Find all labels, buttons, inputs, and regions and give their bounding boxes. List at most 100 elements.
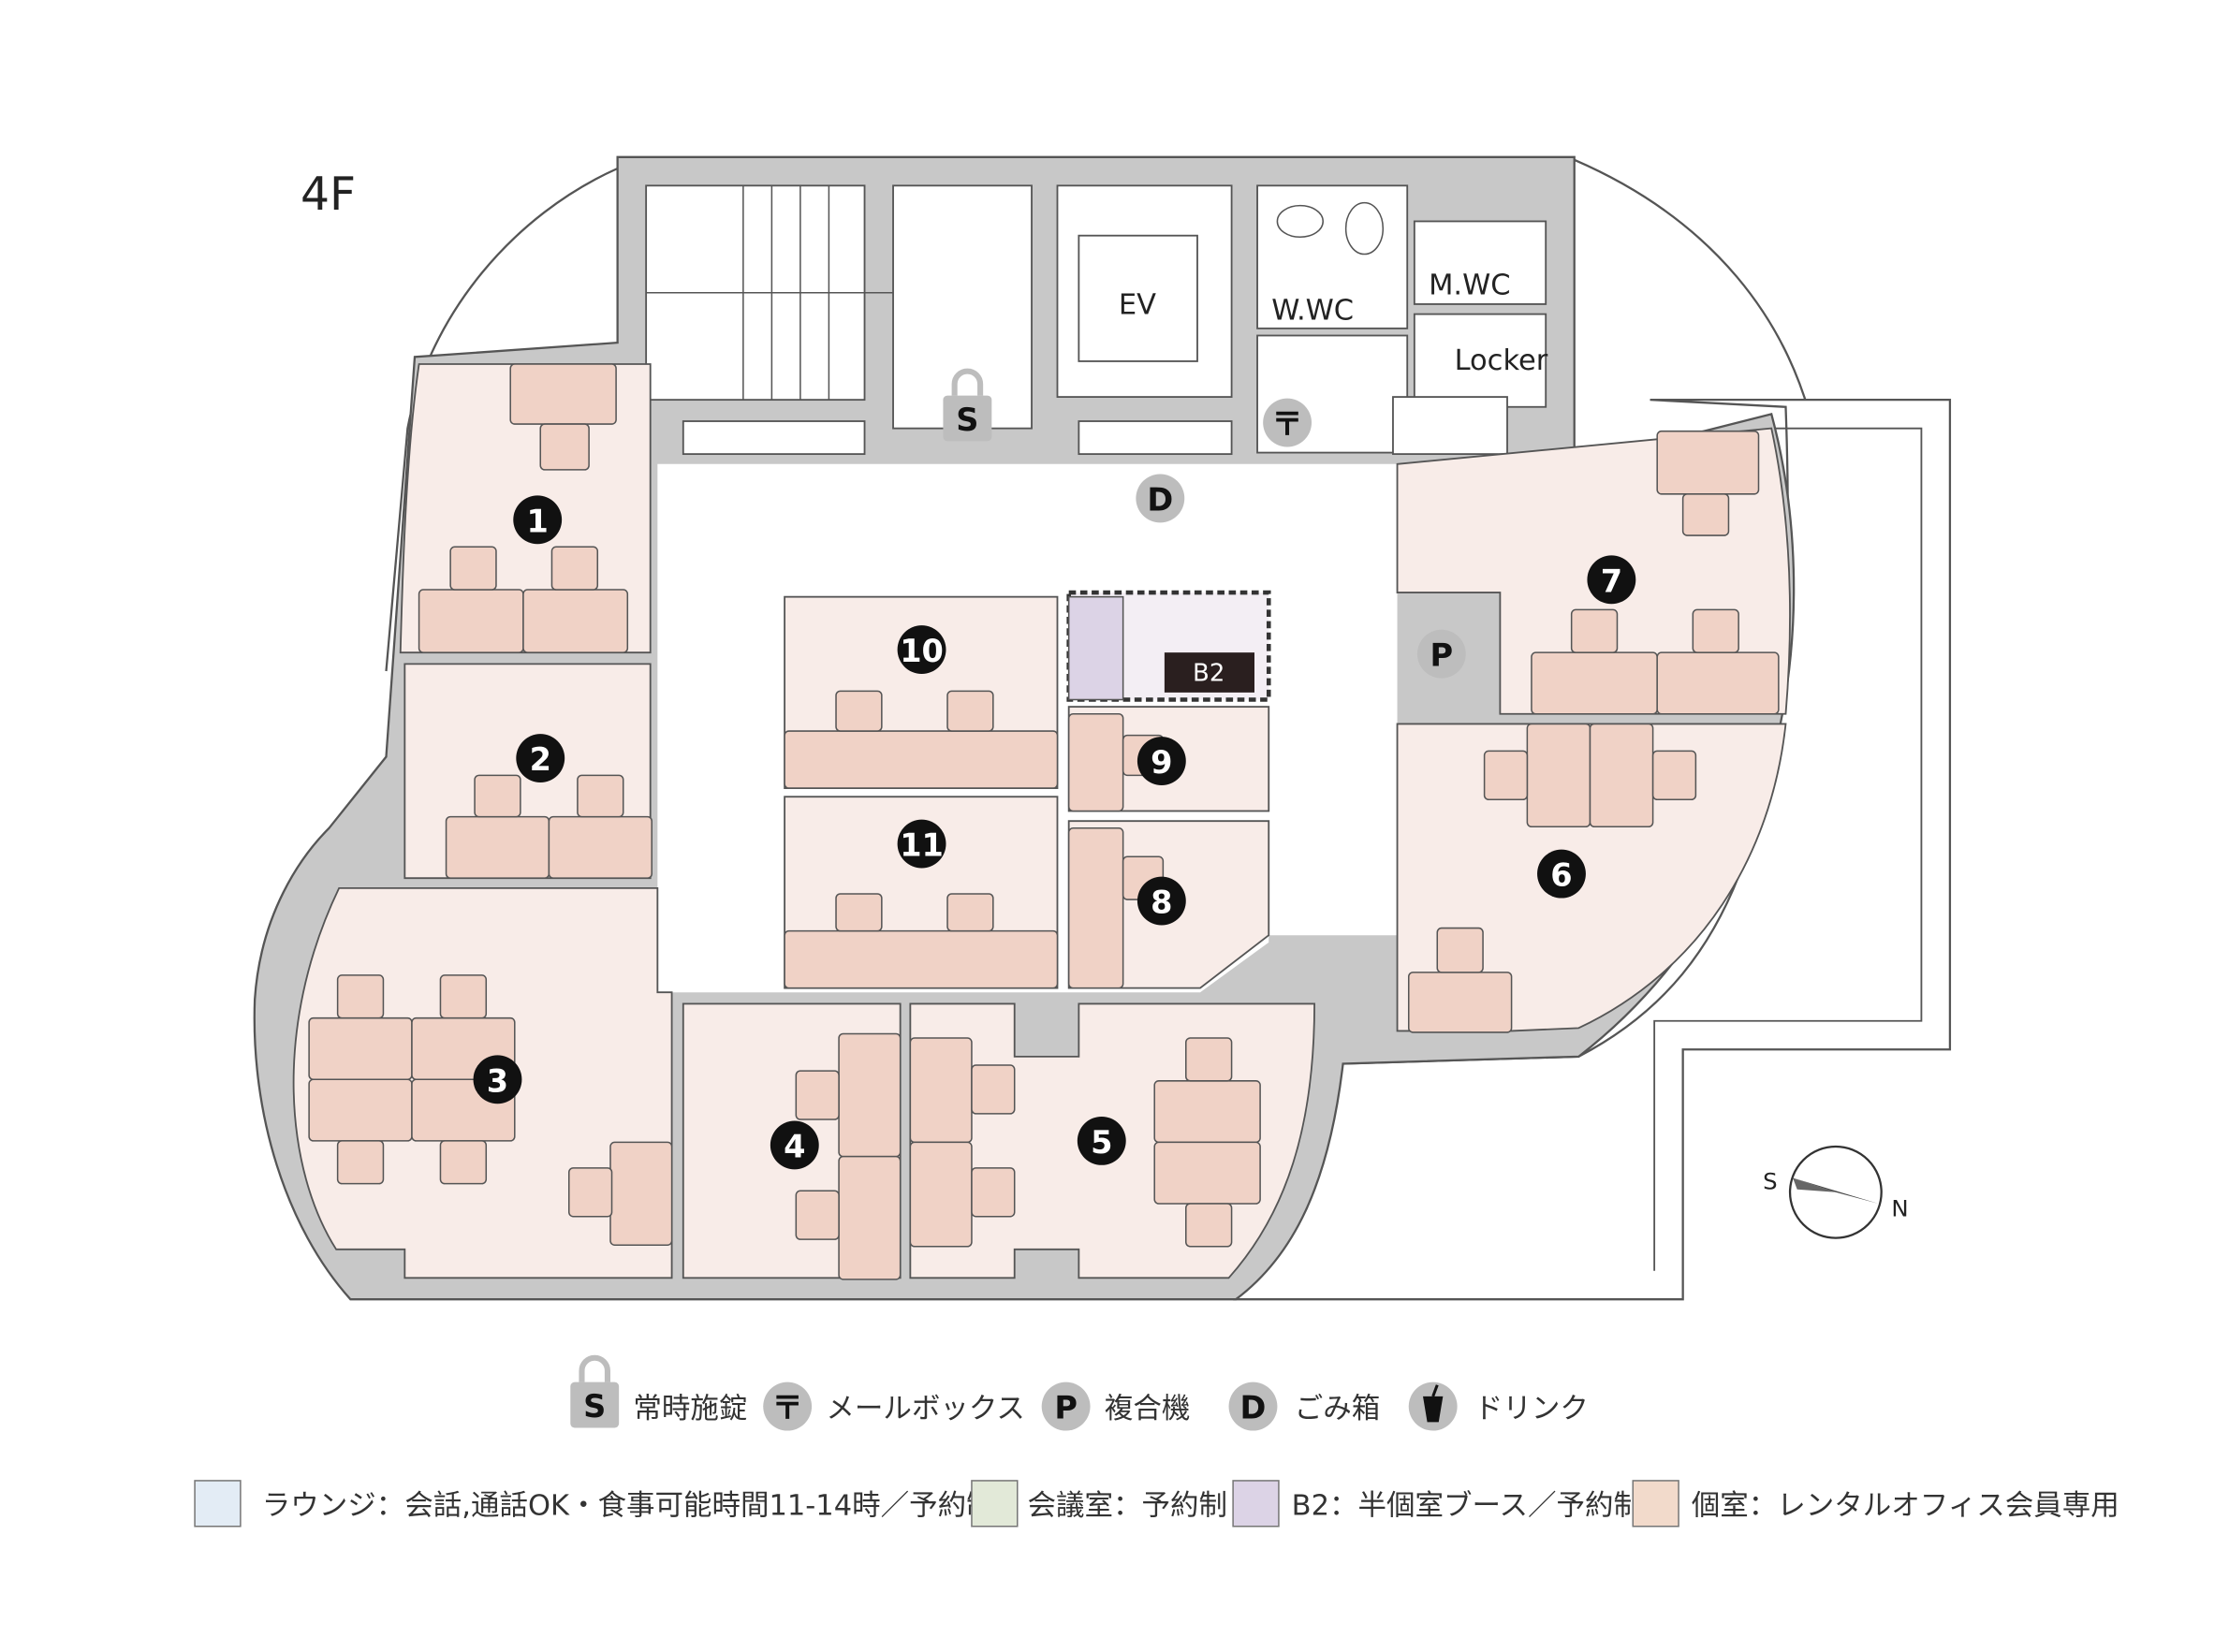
trash-icon: D [1136,474,1185,523]
svg-text:D: D [1240,1390,1267,1426]
svg-text:P: P [1054,1390,1078,1426]
locker-room [1413,313,1547,408]
svg-text:10: 10 [900,633,944,669]
legend-icons: S 常時施錠 〒 メールボックス P 複合機 D ごみ箱 ドリンク [570,1354,1589,1431]
furniture-piece [1651,750,1697,801]
furniture-piece [946,893,994,932]
furniture-piece [1067,827,1124,989]
furniture-piece [509,363,617,425]
womens-wc [1256,184,1409,329]
furniture-piece [1153,1080,1261,1144]
booth-b2-desk [1067,595,1124,701]
furniture-piece [449,546,497,591]
svg-text:4: 4 [784,1128,805,1164]
legend-booth-swatch [1232,1480,1280,1528]
svg-text:D: D [1147,481,1173,518]
svg-text:3: 3 [487,1062,508,1099]
legend-areas: ラウンジ：会話,通話OK・食事可能時間11-14時／予約制 会議室：予約制 B2… [194,1480,2119,1528]
legend-booth-label: B2：半個室ブース／予約制 [1292,1490,1642,1523]
furniture-piece [971,1064,1016,1115]
legend-trash-icon: D [1228,1382,1278,1431]
legend-printer-icon: P [1041,1382,1091,1431]
svg-text:〒: 〒 [771,1390,803,1426]
furniture-piece [971,1167,1016,1218]
furniture-piece [795,1190,840,1240]
furniture-piece [308,1016,413,1081]
furniture-piece [1185,1037,1233,1082]
legend-private-swatch [1632,1480,1679,1528]
furniture-piece [1153,1141,1261,1205]
furniture-piece [1185,1203,1233,1248]
furniture-piece [439,1140,488,1185]
furniture-piece [1483,750,1529,801]
furniture-piece [1570,608,1619,653]
elevator [1078,234,1198,362]
svg-text:9: 9 [1151,744,1172,781]
furniture-piece [522,589,629,653]
svg-text:S: S [956,402,978,438]
furniture-piece [946,690,994,732]
svg-text:P: P [1430,637,1454,674]
furniture-piece [1407,972,1513,1033]
svg-text:5: 5 [1091,1124,1112,1161]
furniture-piece [1589,723,1654,828]
svg-text:2: 2 [530,741,551,778]
lock-icon: S [943,368,992,442]
furniture-piece [838,1155,902,1280]
shelf [682,420,866,456]
furniture-piece [474,774,521,818]
svg-text:S: S [583,1388,606,1425]
compass-n: N [1891,1195,1908,1222]
room-marker-2: 2 [516,734,565,782]
furniture-piece [1067,712,1124,812]
legend-lounge-label: ラウンジ：会話,通話OK・食事可能時間11-14時／予約制 [262,1490,995,1523]
furniture-piece [835,893,883,932]
svg-text:8: 8 [1151,884,1172,921]
furniture-piece [784,929,1059,989]
furniture-piece [1692,608,1739,653]
legend-drink-icon [1408,1382,1458,1431]
svg-text:1: 1 [527,503,549,539]
svg-text:〒: 〒 [1271,406,1303,443]
room-marker-9: 9 [1136,737,1186,786]
room-marker-5: 5 [1077,1116,1126,1165]
mens-wc-label: M.WC [1429,269,1510,301]
legend-mailbox-label: メールボックス [826,1393,1025,1425]
furniture-piece [909,1037,973,1144]
sink-icon [1276,204,1324,238]
furniture-piece [548,815,653,879]
legend-mailbox-icon: 〒 [763,1382,813,1431]
furniture-piece [1526,723,1591,828]
booth-b2-badge [1164,652,1254,693]
mens-wc [1413,220,1547,305]
room-marker-3: 3 [473,1055,522,1104]
locker-label: Locker [1455,344,1548,377]
compass: S N [1763,1145,1909,1239]
sink-counter [1392,396,1508,456]
legend-meeting-swatch [971,1480,1019,1528]
legend-meeting-label: 会議室：予約制 [1027,1490,1227,1523]
furniture-piece [1531,651,1658,715]
printer-icon: P [1416,629,1466,679]
stair-treads [646,185,901,401]
furniture-piece [308,1078,413,1142]
elevator-label: EV [1119,289,1156,322]
room-marker-1: 1 [513,495,563,545]
furniture-piece [1436,927,1484,973]
furniture-piece [439,974,488,1019]
furniture [308,363,1780,1280]
room-marker-10: 10 [897,625,946,675]
stair-landing [892,184,1033,430]
svg-text:11: 11 [900,827,944,864]
furniture-piece [835,690,883,732]
womens-wc-label: W.WC [1271,295,1354,328]
furniture-piece [539,423,590,471]
furniture-piece [784,730,1059,789]
furniture-piece [577,774,624,818]
furniture-piece [336,1140,385,1185]
furniture-piece [550,546,599,591]
room-6[interactable] [1396,723,1787,1032]
floor-label: 4F [301,168,356,221]
